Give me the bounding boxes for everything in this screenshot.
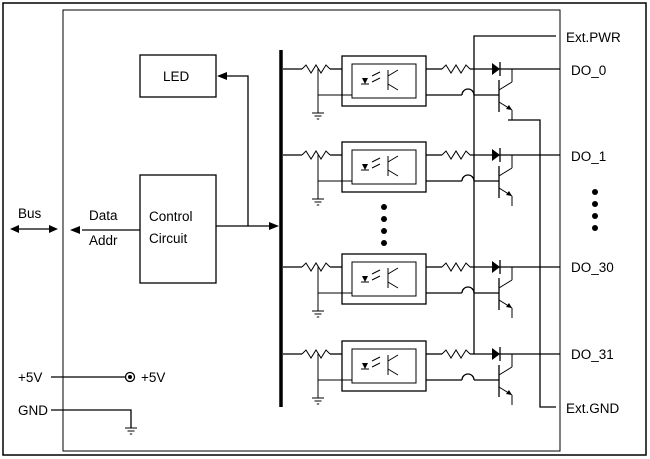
led-label: LED — [163, 69, 190, 84]
channel-ellipsis-right — [592, 189, 598, 231]
do-0-label: DO_0 — [571, 63, 606, 78]
bus-label: Bus — [18, 206, 42, 221]
addr-label: Addr — [89, 233, 118, 248]
do-31-label: DO_31 — [571, 347, 614, 362]
data-addr-arrow — [70, 226, 140, 234]
gnd-line — [51, 409, 138, 435]
ext-gnd-label: Ext.GND — [566, 401, 620, 416]
output-channel-30 — [283, 254, 560, 318]
data-label: Data — [89, 208, 118, 223]
bus-arrow — [10, 225, 58, 233]
control-label-line2: Circuit — [149, 231, 188, 246]
do-1-label: DO_1 — [571, 149, 606, 164]
ext-pwr-rail — [473, 35, 556, 354]
gnd-label: GND — [18, 403, 48, 418]
ext-gnd-rail — [508, 119, 556, 408]
do-30-label: DO_30 — [571, 260, 614, 275]
led-block — [139, 54, 217, 98]
output-channel-0 — [283, 55, 560, 120]
output-channel-31 — [283, 341, 560, 405]
control-circuit-block — [139, 174, 217, 284]
plus5v-node-label: +5V — [141, 370, 165, 385]
output-channel-1 — [283, 142, 560, 206]
channel-ellipsis-center — [381, 204, 387, 246]
ext-pwr-label: Ext.PWR — [566, 30, 621, 45]
control-label-line1: Control — [149, 209, 193, 224]
plus5v-left-label: +5V — [18, 370, 42, 385]
module-boundary — [62, 9, 561, 452]
control-bus-wiring — [216, 72, 279, 230]
plus5v-line — [51, 371, 136, 383]
